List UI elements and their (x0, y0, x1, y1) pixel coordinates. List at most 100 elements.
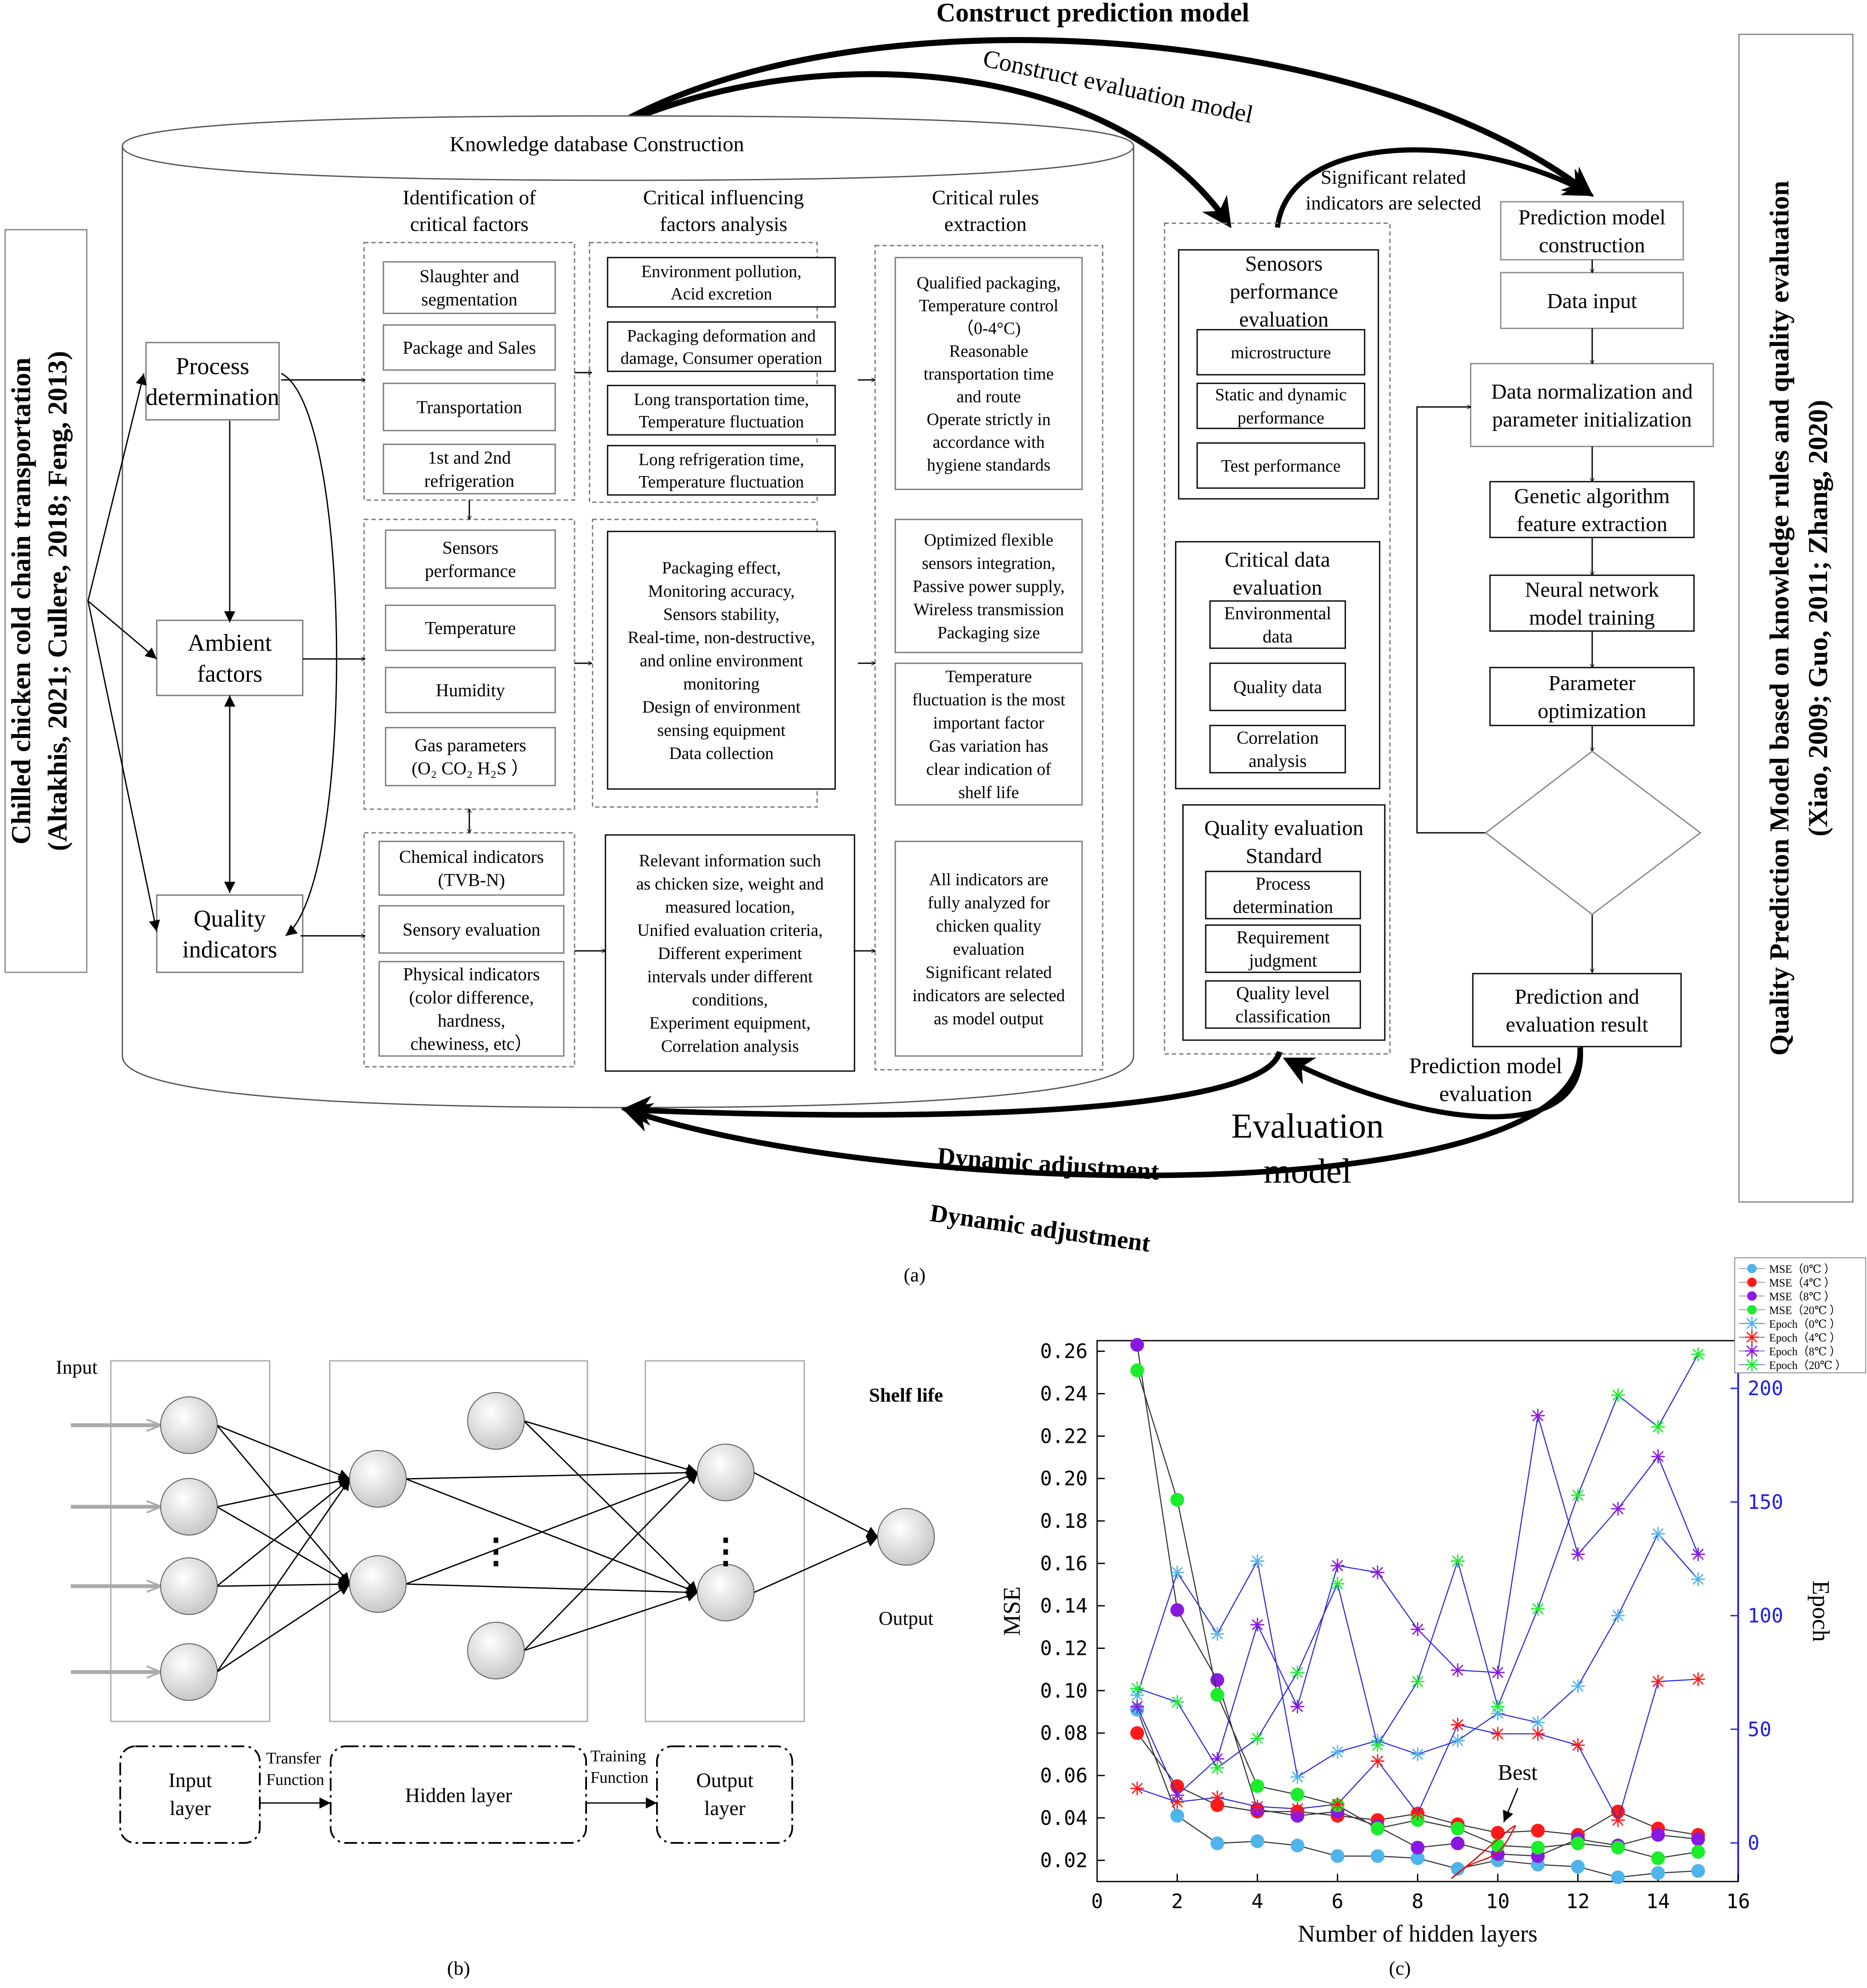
loop-back-arrow (1416, 407, 1486, 834)
x-tick-label: 0 (1091, 1890, 1103, 1913)
input-layer-box (119, 1745, 261, 1844)
quality-rules-text-line: fully analyzed for (927, 893, 1049, 912)
neuron (160, 1643, 218, 1701)
ambient-rules-1 (894, 519, 1083, 653)
prediction-step (1500, 272, 1684, 329)
quality-rules-text-line: Significant related (925, 962, 1052, 982)
quality-rules-text-line: as model output (934, 1009, 1044, 1028)
decision-diamond (1484, 750, 1702, 915)
connection (753, 1536, 879, 1593)
quality-indicators-node (156, 894, 304, 973)
neuron (697, 1444, 754, 1501)
epoch-point (1412, 1676, 1423, 1688)
prediction-flow-arrows (1416, 260, 1592, 972)
prediction-step-text-line: model training (1529, 605, 1655, 629)
pred-eval-label-2: evaluation (1439, 1082, 1533, 1106)
process-item (383, 324, 556, 371)
process-rules (894, 257, 1083, 490)
ambient-rules-1-text-line: sensors integration, (922, 553, 1055, 573)
rules-group (874, 245, 1104, 1071)
epoch-point (1292, 1701, 1303, 1712)
series-4 (1130, 1527, 1705, 1784)
pred-eval-label-1: Prediction model (1409, 1054, 1563, 1078)
series-line (1137, 1370, 1698, 1859)
process-analysis-text-line: damage, Consumer operation (620, 349, 822, 368)
process-item-text-line: 1st and 2nd (428, 448, 511, 468)
epoch-point (1572, 1739, 1584, 1751)
process-analysis (607, 321, 836, 372)
mse-point (1450, 1821, 1465, 1836)
arrow-to-process (87, 373, 147, 601)
data-eval-item-text-line: Environmental (1224, 604, 1332, 624)
epoch-point (1452, 1719, 1463, 1730)
data-eval-item (1209, 600, 1346, 649)
prediction-step-text-line: parameter initialization (1492, 407, 1692, 431)
y-tick-label: 0.14 (1040, 1594, 1088, 1618)
epoch-point (1492, 1701, 1504, 1712)
epoch-point (1252, 1801, 1263, 1812)
process-item (383, 443, 556, 495)
x-tick-label: 2 (1171, 1890, 1183, 1913)
mse-point (1571, 1836, 1585, 1851)
transfer-function-1: Transfer (266, 1749, 321, 1767)
mse-point (1250, 1779, 1265, 1793)
quality-rules-text-line: evaluation (953, 939, 1025, 959)
process-determination-node-text-line: determination (146, 384, 279, 411)
epoch-point (1412, 1748, 1423, 1760)
boxes-layer: ProcessdeterminationAmbientfactorsQualit… (145, 201, 1714, 1072)
significant-label-2: indicators are selected (1306, 192, 1481, 214)
prediction-step-text-line: optimization (1538, 699, 1646, 723)
epoch-point (1612, 1610, 1624, 1621)
shelf-life-label: Shelf life (869, 1384, 943, 1406)
process-item (383, 382, 556, 431)
prediction-result-text-line: evaluation result (1506, 1012, 1648, 1036)
connection (216, 1506, 350, 1585)
quality-analysis-text-line: as chicken size, weight and (636, 874, 824, 893)
connection (523, 1590, 698, 1651)
standard-item (1205, 980, 1361, 1029)
prediction-eval-arrow (1283, 1047, 1583, 1120)
mse-point (1531, 1840, 1545, 1854)
ambient-factors-node-text-line: Ambient (188, 630, 272, 656)
epoch-point (1292, 1771, 1303, 1783)
process-analysis-group (589, 242, 818, 503)
construct-prediction-label: Construct prediction model (936, 0, 1249, 27)
standard-item-text-line: Quality level (1236, 984, 1330, 1004)
quality-analysis-text-line: Experiment equipment, (649, 1013, 810, 1032)
quality-item-text-line: Chemical indicators (399, 847, 544, 867)
epoch-point (1692, 1673, 1704, 1685)
legend-marker (1746, 1345, 1758, 1357)
prediction-step-text-line: Neural network (1525, 577, 1659, 601)
output-layer-text-1: Output (696, 1769, 754, 1792)
quality-item (378, 905, 565, 954)
quality-analysis-text-line: intervals under different (647, 967, 813, 986)
mse-point (1130, 1338, 1144, 1352)
ambient-analysis-text-line: Monitoring accuracy, (648, 581, 795, 601)
epoch-point (1211, 1762, 1223, 1774)
epoch-point (1292, 1666, 1303, 1678)
ambient-analysis-text-line: sensing equipment (657, 720, 786, 740)
epoch-point (1652, 1676, 1664, 1688)
epoch-point (1492, 1666, 1504, 1678)
standard-item-text-line: judgment (1248, 951, 1317, 971)
standard-item (1205, 924, 1361, 973)
y2-tick-label: 100 (1748, 1604, 1783, 1627)
epoch-point (1332, 1798, 1343, 1810)
x-tick-label: 8 (1412, 1890, 1424, 1913)
data-eval-item-text-line: Quality data (1233, 678, 1322, 698)
y-tick-label: 0.04 (1040, 1806, 1088, 1830)
data-eval-item-text-line: analysis (1249, 752, 1307, 771)
process-rules-text-line: and route (957, 387, 1021, 406)
sensors-eval-title-line: Senosors (1245, 252, 1323, 276)
data-eval-item (1209, 725, 1346, 774)
process-rules-text-line: hygiene standards (927, 455, 1051, 474)
epoch-point (1211, 1628, 1223, 1640)
quality-analysis (605, 834, 855, 1072)
epoch-point (1452, 1555, 1463, 1567)
construct-evaluation-arrow (608, 71, 1231, 228)
ambient-rules-1-text-line: Packaging size (937, 623, 1040, 642)
process-analysis-text-line: Temperature fluctuation (639, 472, 804, 492)
mse-point (1691, 1832, 1705, 1846)
legend-marker (1747, 1291, 1757, 1301)
